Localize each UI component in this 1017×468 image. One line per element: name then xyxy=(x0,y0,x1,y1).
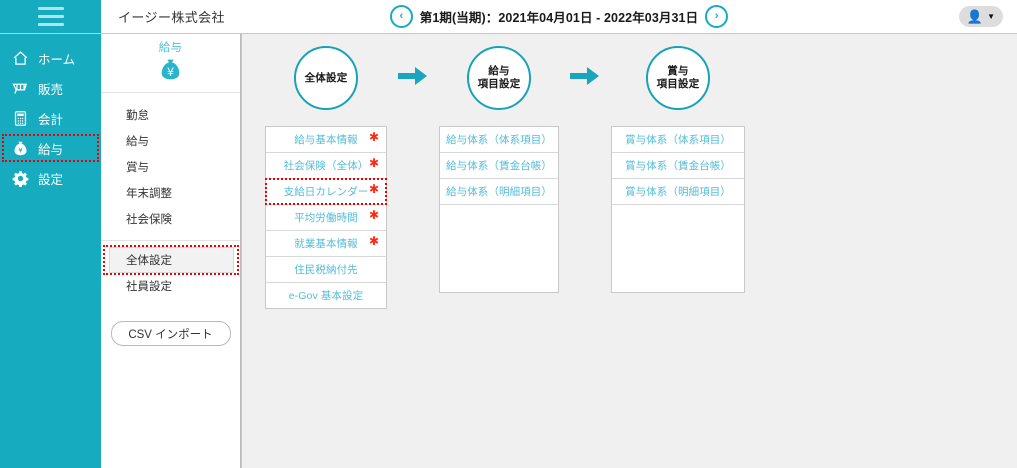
sidebar-item-settings[interactable]: 設定 xyxy=(0,163,101,193)
svg-text:¥: ¥ xyxy=(167,65,174,79)
flow-step-bonus-items: 賞与 項目設定 賞与体系（体系項目） 賞与体系（賃金台帳） 賞与体系（明細項目） xyxy=(611,46,745,293)
panel-row[interactable]: 賞与体系（明細項目） xyxy=(612,179,744,205)
panel-row-label: 就業基本情報 xyxy=(294,238,358,250)
panel-row[interactable]: 賞与体系（体系項目） xyxy=(612,127,744,153)
csv-import-button[interactable]: CSV インポート xyxy=(110,321,231,346)
panel-row-label: 支給日カレンダー xyxy=(283,186,369,198)
home-icon xyxy=(12,50,29,67)
sidebar-item-label: 会計 xyxy=(38,112,64,127)
panel-row-label: 給与基本情報 xyxy=(294,134,358,146)
panel-row[interactable]: 就業基本情報 ✱ xyxy=(266,231,386,257)
panel-row[interactable]: 給与体系（体系項目） xyxy=(440,127,558,153)
top-bar: イージー株式会社 ‹ 第1期(当期)：2021年04月01日 - 2022年03… xyxy=(0,0,1017,34)
required-asterisk: ✱ xyxy=(368,208,379,222)
panel-row-label: 給与体系（賃金台帳） xyxy=(446,160,552,172)
hamburger-icon[interactable] xyxy=(37,7,64,26)
calculator-icon xyxy=(12,110,29,127)
company-name: イージー株式会社 xyxy=(118,10,225,25)
sidebar-item-label: 設定 xyxy=(38,172,64,187)
next-period-icon[interactable]: › xyxy=(705,5,729,28)
user-icon: 👤 xyxy=(966,9,984,24)
secondary-sidebar-header: 給与 ¥ xyxy=(101,34,240,93)
secondary-sidebar-title: 給与 xyxy=(158,42,183,54)
period-selector: ‹ 第1期(当期)：2021年04月01日 - 2022年03月31日 › xyxy=(101,5,1017,28)
sub-item-year-end-adjustment[interactable]: 年末調整 xyxy=(126,188,172,200)
gear-icon xyxy=(12,170,29,187)
panel-row-label: 賞与体系（賃金台帳） xyxy=(625,160,731,172)
sidebar-item-accounting[interactable]: 会計 xyxy=(0,103,101,133)
flow-circle-salary-items[interactable]: 給与 項目設定 xyxy=(467,46,531,110)
cart-icon xyxy=(12,80,29,97)
divider xyxy=(101,240,240,241)
circle-label-line: 全体設定 xyxy=(304,71,348,84)
secondary-sidebar-menu: 勤怠 給与 賞与 年末調整 社会保険 全体設定 社員設定 CSV インポート xyxy=(101,93,240,346)
main-content: 全体設定 給与基本情報 ✱ 社会保険（全体） ✱ 支給日カレンダー xyxy=(241,34,1017,468)
money-bag-icon: ¥ xyxy=(158,57,183,87)
panel-row-label: 給与体系（明細項目） xyxy=(446,186,552,198)
flow-step-overall-settings: 全体設定 給与基本情報 ✱ 社会保険（全体） ✱ 支給日カレンダー xyxy=(265,46,387,309)
flow-circle-overall-settings[interactable]: 全体設定 xyxy=(294,46,358,110)
arrow-right-icon xyxy=(387,46,439,106)
csv-import-area: CSV インポート xyxy=(101,321,240,346)
panel-row-label: 賞与体系（体系項目） xyxy=(625,134,731,146)
panel-row[interactable]: 住民税納付先 xyxy=(266,257,386,283)
sidebar-item-label: 給与 xyxy=(38,142,64,157)
top-bar-main: イージー株式会社 ‹ 第1期(当期)：2021年04月01日 - 2022年03… xyxy=(101,0,1017,33)
primary-sidebar: ホーム 販売 xyxy=(0,34,101,468)
required-asterisk: ✱ xyxy=(368,130,379,144)
sub-item-attendance[interactable]: 勤怠 xyxy=(126,110,149,122)
panel-row-label: 平均労働時間 xyxy=(294,212,358,224)
sidebar-item-sales[interactable]: 販売 xyxy=(0,73,101,103)
sidebar-item-home[interactable]: ホーム xyxy=(0,43,101,73)
circle-label-line: 項目設定 xyxy=(656,78,700,90)
panel-row-label: e-Gov 基本設定 xyxy=(288,290,364,302)
panel-row[interactable]: 給与基本情報 ✱ xyxy=(266,127,386,153)
setup-flow: 全体設定 給与基本情報 ✱ 社会保険（全体） ✱ 支給日カレンダー xyxy=(265,46,745,309)
chevron-down-icon: ▼ xyxy=(987,11,995,21)
panel-row-label: 給与体系（体系項目） xyxy=(446,134,552,146)
money-bag-icon: ¥ xyxy=(12,140,29,157)
flow-circle-bonus-items[interactable]: 賞与 項目設定 xyxy=(646,46,710,110)
svg-text:¥: ¥ xyxy=(18,145,23,154)
required-asterisk: ✱ xyxy=(368,156,379,170)
panel-row[interactable]: 社会保険（全体） ✱ xyxy=(266,153,386,179)
panel-salary-items: 給与体系（体系項目） 給与体系（賃金台帳） 給与体系（明細項目） xyxy=(439,126,559,293)
arrow-right-icon xyxy=(559,46,611,106)
sidebar-item-label: ホーム xyxy=(38,52,76,67)
circle-label-line: 項目設定 xyxy=(477,78,521,90)
panel-overall-settings: 給与基本情報 ✱ 社会保険（全体） ✱ 支給日カレンダー ✱ 平均労働時間 xyxy=(265,126,387,309)
panel-row-label: 社会保険（全体） xyxy=(283,160,369,172)
panel-bonus-items: 賞与体系（体系項目） 賞与体系（賃金台帳） 賞与体系（明細項目） xyxy=(611,126,745,293)
prev-period-icon[interactable]: ‹ xyxy=(389,5,413,28)
required-asterisk: ✱ xyxy=(368,182,379,196)
user-menu-button[interactable]: 👤 ▼ xyxy=(958,6,1003,27)
period-label: 第1期(当期)：2021年04月01日 - 2022年03月31日 xyxy=(419,11,699,25)
panel-row[interactable]: 平均労働時間 ✱ xyxy=(266,205,386,231)
flow-step-salary-items: 給与 項目設定 給与体系（体系項目） 給与体系（賃金台帳） 給与体系（明細項目） xyxy=(439,46,559,293)
circle-label-line: 給与 xyxy=(488,65,510,77)
panel-row[interactable]: 賞与体系（賃金台帳） xyxy=(612,153,744,179)
sidebar-item-label: 販売 xyxy=(38,82,64,97)
panel-row[interactable]: 給与体系（明細項目） xyxy=(440,179,558,205)
body: ホーム 販売 xyxy=(0,34,1017,468)
panel-row[interactable]: 給与体系（賃金台帳） xyxy=(440,153,558,179)
required-asterisk: ✱ xyxy=(368,234,379,248)
menu-toggle-area[interactable] xyxy=(0,0,101,33)
sub-item-bonus[interactable]: 賞与 xyxy=(126,162,149,174)
secondary-sidebar: 給与 ¥ 勤怠 給与 賞与 年末調整 社会保険 全体設定 社員設定 xyxy=(101,34,241,468)
sub-item-employee-settings[interactable]: 社員設定 xyxy=(126,281,172,293)
panel-row-payday-calendar[interactable]: 支給日カレンダー ✱ xyxy=(265,178,387,205)
sub-item-overall-settings[interactable]: 全体設定 xyxy=(103,245,239,275)
sub-item-social-insurance[interactable]: 社会保険 xyxy=(126,214,172,226)
panel-row-label: 賞与体系（明細項目） xyxy=(625,186,731,198)
sidebar-item-payroll[interactable]: ¥ 給与 xyxy=(0,133,101,163)
panel-row[interactable]: e-Gov 基本設定 xyxy=(266,283,386,308)
sub-item-salary[interactable]: 給与 xyxy=(126,136,149,148)
panel-row-label: 住民税納付先 xyxy=(294,264,358,276)
circle-label-line: 賞与 xyxy=(667,65,689,77)
